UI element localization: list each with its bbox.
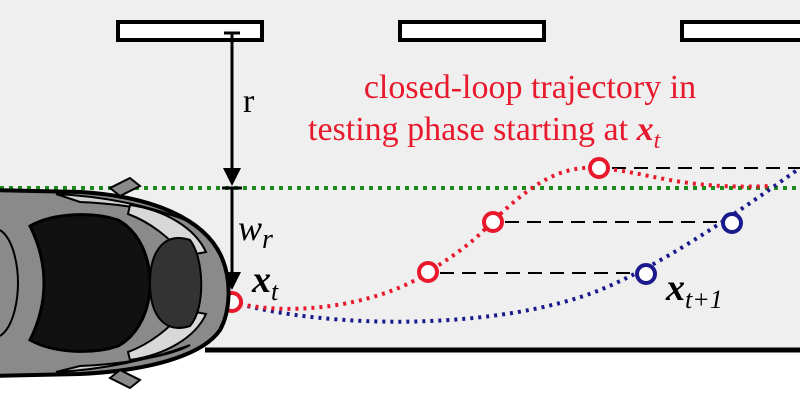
- label-w: wr: [238, 208, 273, 255]
- blue-point-2: [721, 212, 743, 234]
- caption-line-2: testing phase starting at xt: [308, 111, 662, 154]
- lane-marking-1: [116, 20, 264, 42]
- label-xt: xt: [251, 259, 279, 306]
- caption-line-1: closed-loop trajectory in: [364, 69, 696, 106]
- label-xt1-subscript: t+1: [685, 285, 723, 314]
- red-point-2: [417, 261, 439, 283]
- caption-var-subscript: t: [654, 128, 662, 154]
- dimension-r-arrowhead: [223, 168, 241, 186]
- lane-marking-3: [680, 20, 800, 42]
- red-point-4: [588, 157, 610, 179]
- label-w-main: w: [238, 208, 262, 248]
- label-xt1-main: x: [665, 267, 685, 309]
- caption-line-2-text: testing phase starting at: [308, 111, 637, 148]
- label-xt-main: x: [251, 259, 271, 301]
- red-point-3: [482, 211, 504, 233]
- lane-marking-2: [398, 20, 546, 42]
- label-r: r: [243, 83, 255, 120]
- caption-var: x: [636, 111, 654, 148]
- label-w-subscript: r: [262, 224, 273, 255]
- label-xt-subscript: t: [271, 277, 279, 306]
- car-icon: [0, 176, 231, 390]
- blue-point-1: [635, 263, 657, 285]
- label-xt1: xt+1: [665, 267, 723, 314]
- red-trajectory: [231, 165, 771, 311]
